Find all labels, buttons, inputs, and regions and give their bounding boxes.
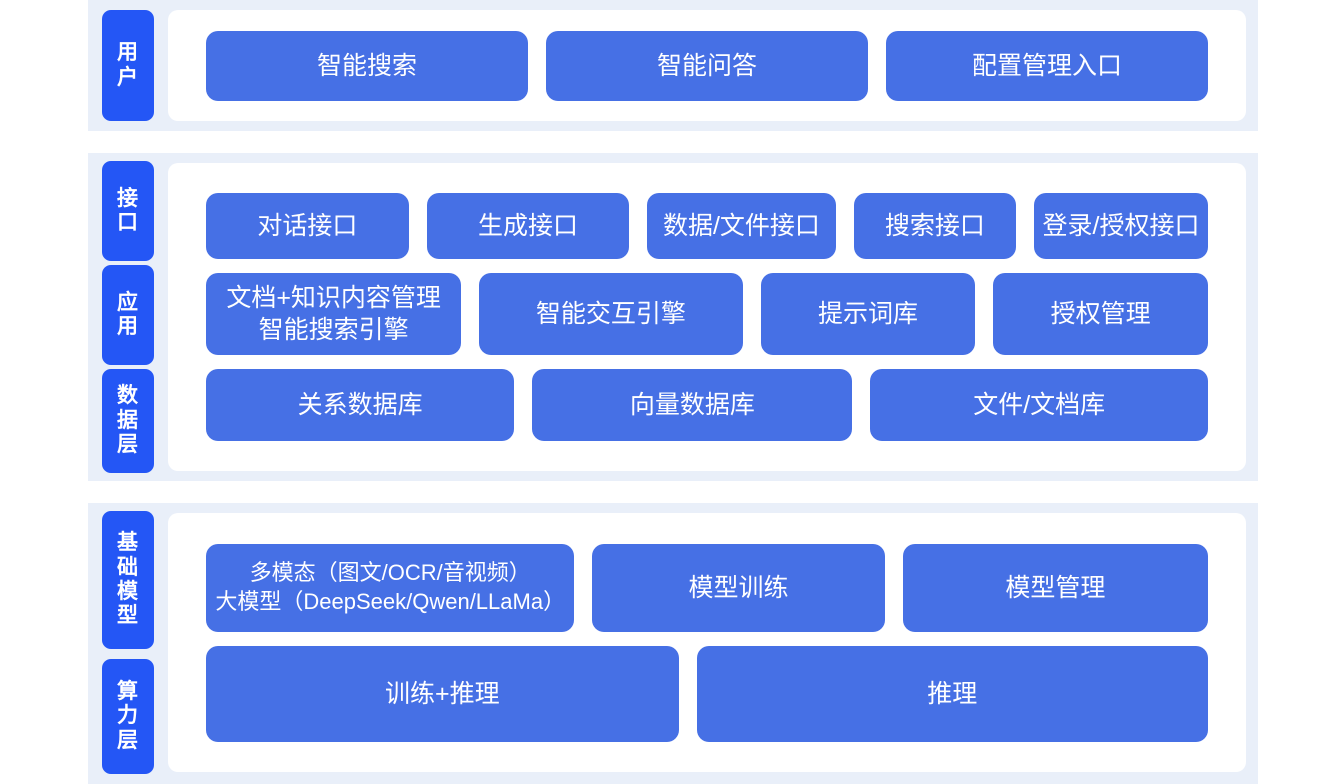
layer-chip-data[interactable]: 数据层 [102, 369, 154, 473]
section-user: 用户 智能搜索 智能问答 配置管理入口 [88, 0, 1258, 131]
box-multimodal-large-model[interactable]: 多模态（图文/OCR/音视频） 大模型（DeepSeek/Qwen/LLaMa） [206, 543, 575, 632]
box-data-file-api[interactable]: 数据/文件接口 [647, 193, 836, 259]
box-config-management-entry[interactable]: 配置管理入口 [886, 30, 1208, 101]
layer-chip-compute-label: 算力层 [117, 679, 139, 752]
row-interface: 对话接口 生成接口 数据/文件接口 搜索接口 登录/授权接口 [168, 193, 1246, 259]
section-platform-panel: 对话接口 生成接口 数据/文件接口 搜索接口 登录/授权接口 文档+知识内容管理… [168, 163, 1246, 471]
box-login-auth-api[interactable]: 登录/授权接口 [1034, 193, 1208, 259]
box-prompt-library[interactable]: 提示词库 [760, 273, 976, 355]
row-compute-layer: 训练+推理 推理 [168, 645, 1246, 742]
layer-chip-user-label: 用户 [117, 41, 139, 89]
box-model-management[interactable]: 模型管理 [902, 543, 1208, 632]
layer-chip-foundation-model-label: 基础模型 [117, 531, 139, 628]
layer-chip-compute[interactable]: 算力层 [102, 659, 154, 774]
box-search-api[interactable]: 搜索接口 [853, 193, 1017, 259]
box-relational-database[interactable]: 关系数据库 [206, 369, 515, 441]
layer-chip-foundation-model[interactable]: 基础模型 [102, 511, 154, 649]
box-generation-api[interactable]: 生成接口 [426, 193, 630, 259]
layer-chip-data-label: 数据层 [117, 384, 139, 457]
row-data-layer: 关系数据库 向量数据库 文件/文档库 [168, 369, 1246, 441]
box-doc-knowledge-management[interactable]: 文档+知识内容管理 智能搜索引擎 [206, 273, 462, 355]
row-foundation-model: 多模态（图文/OCR/音视频） 大模型（DeepSeek/Qwen/LLaMa）… [168, 543, 1246, 632]
box-vector-database[interactable]: 向量数据库 [532, 369, 853, 441]
row-application: 文档+知识内容管理 智能搜索引擎 智能交互引擎 提示词库 授权管理 [168, 273, 1246, 355]
section-user-panel: 智能搜索 智能问答 配置管理入口 [168, 10, 1246, 121]
box-authorization-management[interactable]: 授权管理 [993, 273, 1209, 355]
layer-chip-application[interactable]: 应用 [102, 265, 154, 365]
box-model-training[interactable]: 模型训练 [592, 543, 885, 632]
section-infrastructure-panel: 多模态（图文/OCR/音视频） 大模型（DeepSeek/Qwen/LLaMa）… [168, 513, 1246, 772]
layer-chip-interface-label: 接口 [117, 186, 139, 234]
section-infrastructure: 基础模型 算力层 多模态（图文/OCR/音视频） 大模型（DeepSeek/Qw… [88, 503, 1258, 784]
section-platform-chip-column: 接口 应用 数据层 [88, 153, 156, 481]
box-training-and-inference[interactable]: 训练+推理 [206, 645, 679, 742]
box-inference[interactable]: 推理 [696, 645, 1208, 742]
layer-chip-user[interactable]: 用户 [102, 10, 154, 121]
section-user-chip-column: 用户 [88, 0, 156, 131]
section-platform: 接口 应用 数据层 对话接口 生成接口 数据/文件接口 搜索接口 登录/授权接口… [88, 153, 1258, 481]
section-infrastructure-chip-column: 基础模型 算力层 [88, 503, 156, 784]
box-intelligent-qa[interactable]: 智能问答 [546, 30, 868, 101]
box-interaction-engine[interactable]: 智能交互引擎 [479, 273, 743, 355]
box-intelligent-search[interactable]: 智能搜索 [206, 30, 528, 101]
layer-chip-interface[interactable]: 接口 [102, 161, 154, 261]
layer-chip-application-label: 应用 [117, 290, 139, 338]
box-dialog-api[interactable]: 对话接口 [206, 193, 409, 259]
row-user-entries: 智能搜索 智能问答 配置管理入口 [168, 30, 1246, 101]
box-file-document-store[interactable]: 文件/文档库 [870, 369, 1208, 441]
